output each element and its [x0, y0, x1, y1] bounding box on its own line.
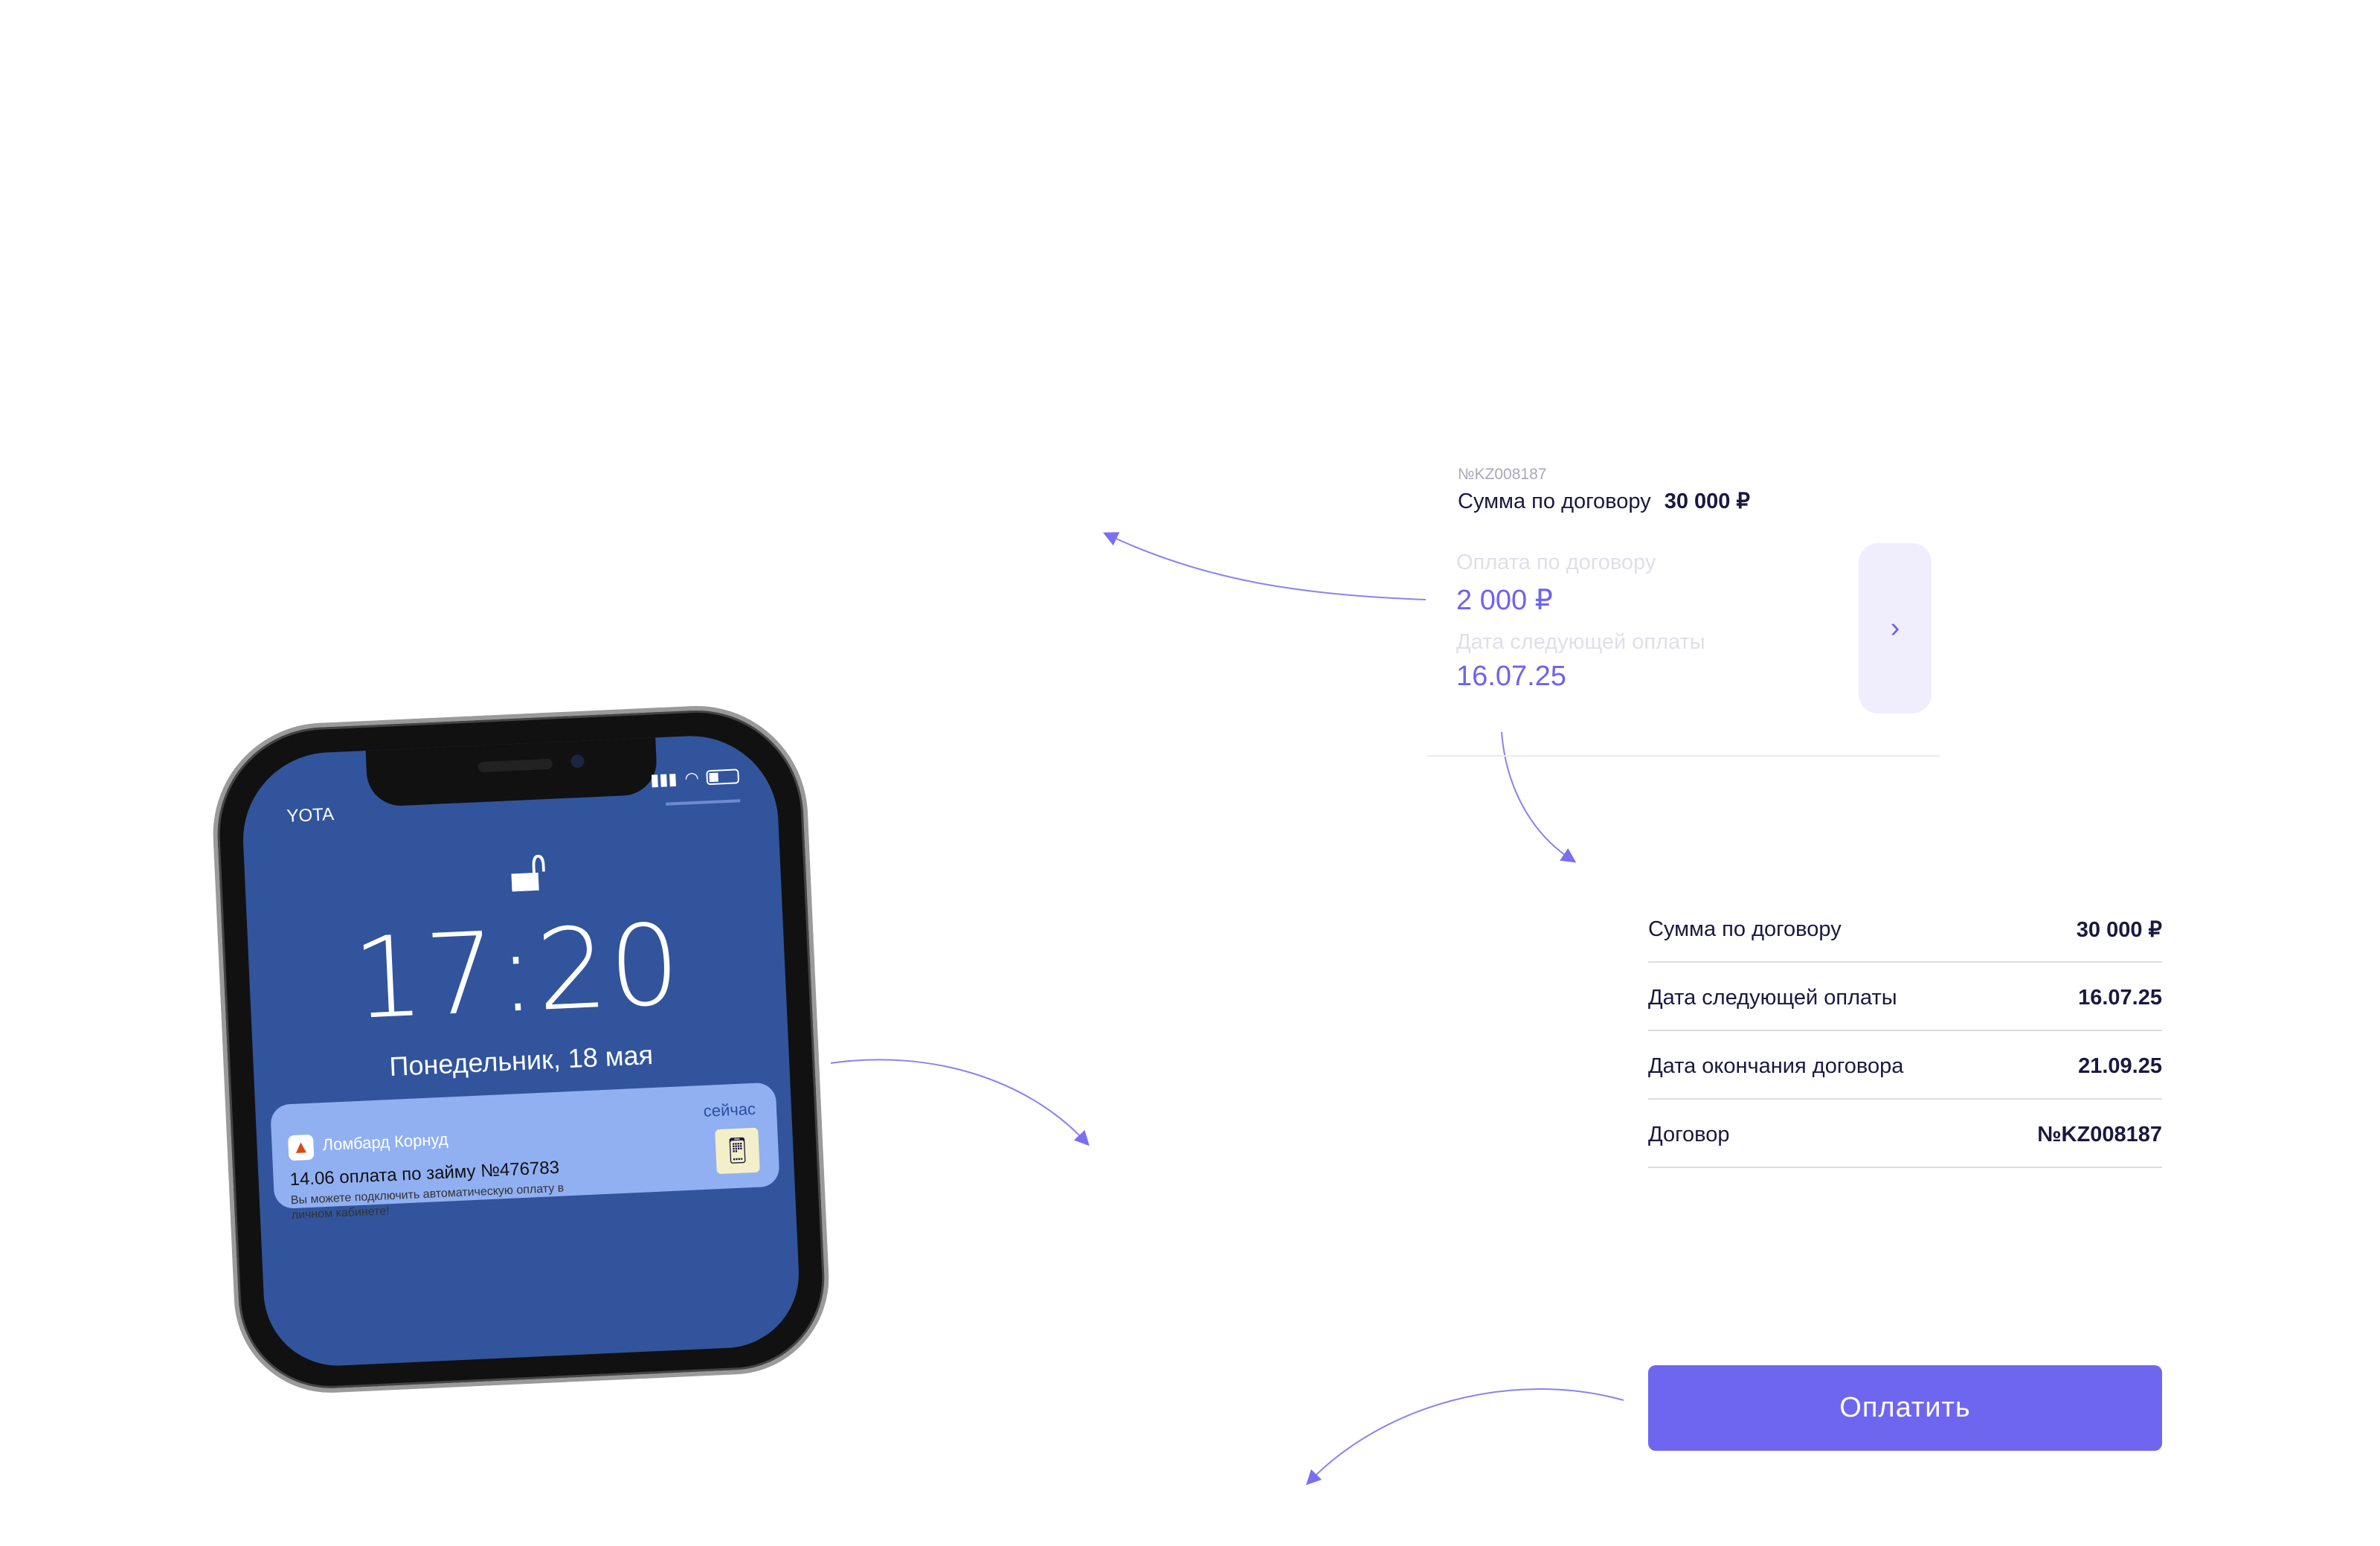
notification-thumbnail-icon: 📱︎ [715, 1127, 760, 1175]
app-logo-icon: ▲ [287, 1134, 315, 1161]
details-row: Сумма по договору 30 000 ₽ [1648, 894, 2162, 963]
carrier-label: YOTA [286, 804, 335, 827]
payment-value: 2 000 ₽ [1456, 585, 1553, 616]
battery-icon [706, 769, 740, 786]
divider [1427, 755, 1940, 757]
status-icons: ▮▮▮ ◠ [650, 766, 740, 789]
phone-mockup: YOTA ▮▮▮◠ 🔓︎ 17:20 Понедельник, 18 мая ▲… [208, 701, 834, 1397]
payment-label: Оплата по договору [1456, 551, 1656, 574]
contract-sum: Сумма по договору 30 000 ₽ [1458, 488, 1750, 514]
details-row: Дата окончания договора 21.09.25 [1648, 1031, 2162, 1100]
phone-frame: YOTA ▮▮▮◠ 🔓︎ 17:20 Понедельник, 18 мая ▲… [208, 701, 834, 1397]
row-label: Сумма по договору [1648, 917, 1842, 941]
arrow-pay-to-phone [1305, 1388, 1624, 1486]
row-value: 30 000 ₽ [2076, 917, 2162, 942]
camera [570, 754, 585, 769]
notification[interactable]: ▲ Ломбард Корнуд сейчас 14.06 оплата по … [270, 1082, 780, 1222]
arrow-card-to-phone [1102, 532, 1427, 600]
lock-screen: YOTA ▮▮▮◠ 🔓︎ 17:20 Понедельник, 18 мая ▲… [239, 732, 803, 1369]
next-date-value: 16.07.25 [1456, 661, 1566, 692]
contract-number: №KZ008187 [1458, 466, 1547, 483]
details-row: Дата следующей оплаты 16.07.25 [1648, 963, 2162, 1031]
row-label: Договор [1648, 1122, 1730, 1146]
notification-time: сейчас [703, 1099, 756, 1120]
row-value: 21.09.25 [2078, 1053, 2162, 1078]
control-center-indicator [666, 799, 741, 806]
next-date-label: Дата следующей оплаты [1456, 630, 1705, 654]
pay-button[interactable]: Оплатить [1648, 1365, 2162, 1451]
notification-app: Ломбард Корнуд [321, 1129, 449, 1155]
row-label: Дата окончания договора [1648, 1053, 1904, 1078]
row-label: Дата следующей оплаты [1648, 985, 1897, 1010]
arrow-card-to-details [1501, 731, 1577, 863]
unlock-icon: 🔓︎ [507, 836, 549, 905]
speaker [477, 758, 553, 773]
details-row: Договор №KZ008187 [1648, 1100, 2162, 1168]
row-value: 16.07.25 [2078, 985, 2162, 1010]
arrow-phone-to-card [830, 1059, 1090, 1146]
wifi-icon: ◠ [684, 768, 700, 788]
notch [365, 734, 658, 807]
signal-icon: ▮▮▮ [649, 769, 678, 789]
contract-sum-value: 30 000 ₽ [1664, 490, 1750, 513]
row-value: №KZ008187 [2037, 1122, 2162, 1146]
chevron-right-icon[interactable]: › [1859, 543, 1932, 713]
contract-sum-label: Сумма по договору [1458, 490, 1651, 513]
lock-time: 17:20 [350, 900, 685, 1045]
